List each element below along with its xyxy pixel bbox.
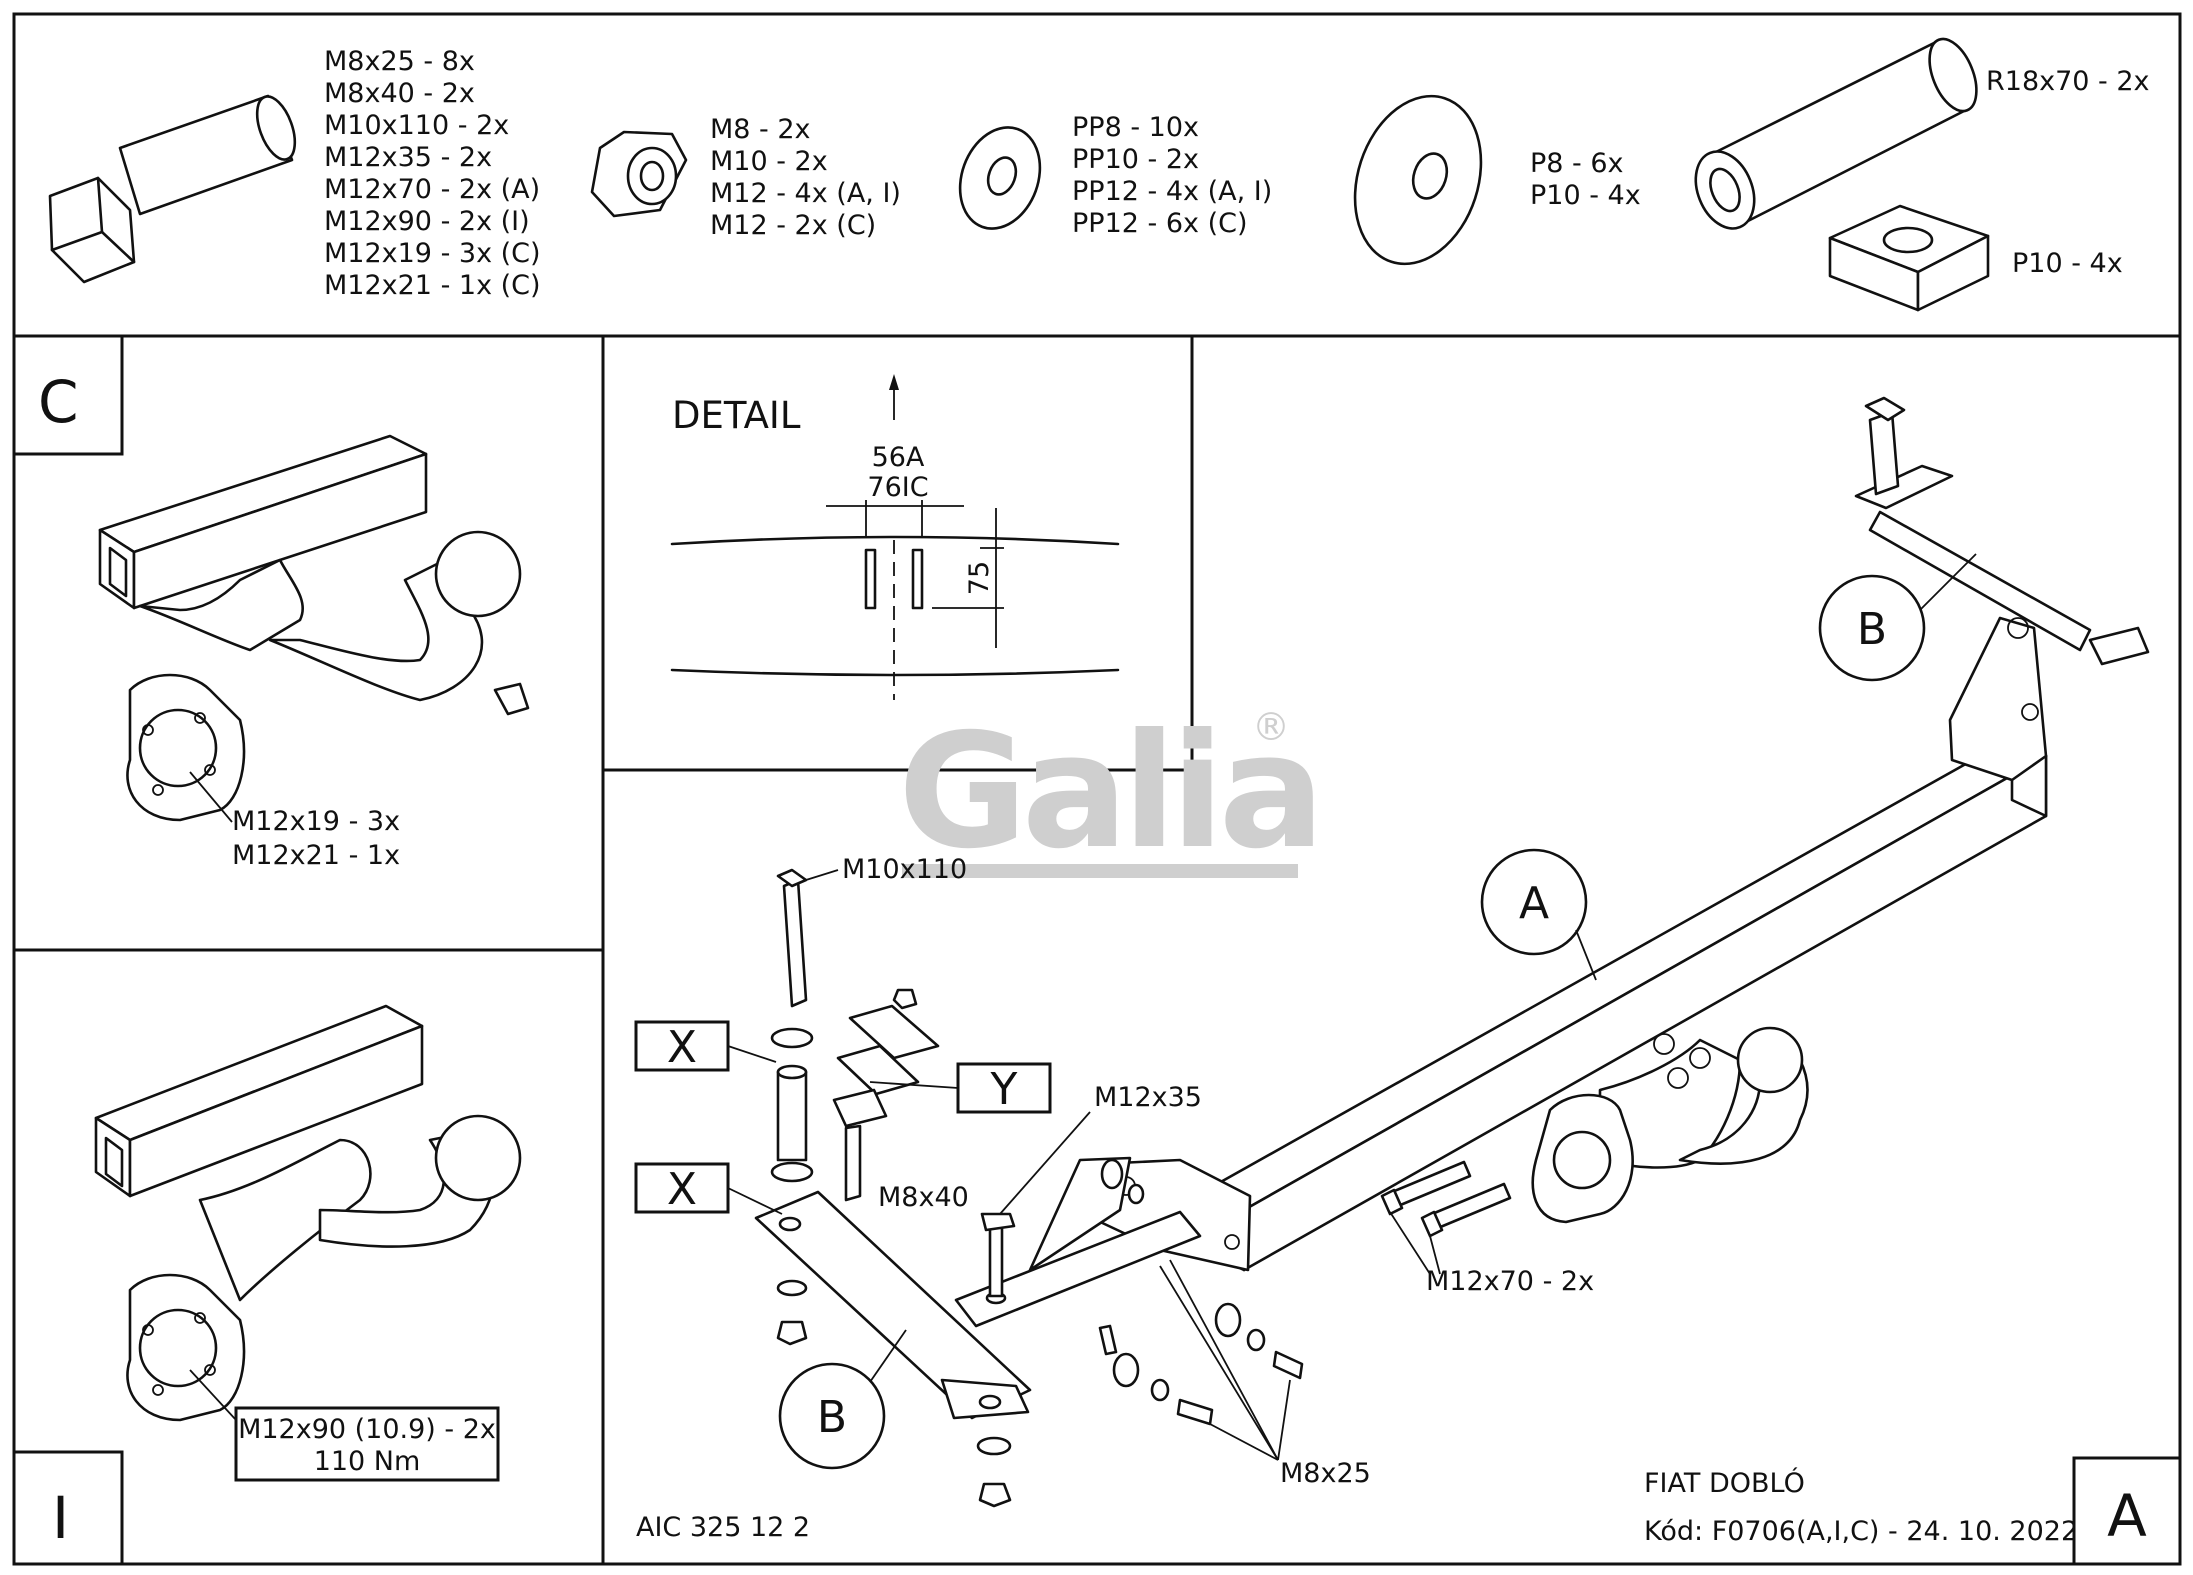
article-number: AIC 325 12 2 [636, 1512, 810, 1543]
panel-c-letter: C [38, 368, 79, 436]
crossbar-illustration [1094, 396, 2150, 1272]
callout-b-top-circle [1818, 574, 1926, 682]
plate-spec: P8 - 6x [1530, 148, 1624, 179]
panel-i-letter: I [52, 1484, 69, 1552]
detail-arrow-head [889, 374, 899, 390]
bolt-spec: M12x19 - 3x (C) [324, 238, 541, 269]
watermark-underline [902, 864, 1298, 878]
m8x25-label: M8x25 [1280, 1458, 1371, 1489]
bolt-spec: M12x35 - 2x [324, 142, 492, 173]
callout-b-top: B [1857, 604, 1887, 655]
washer-spec: PP12 - 4x (A, I) [1072, 176, 1272, 207]
m10x110-leader [805, 869, 839, 881]
nut-spec: M10 - 2x [710, 146, 828, 177]
vehicle-name: FIAT DOBLÓ [1644, 1467, 1805, 1499]
callout-b-bottom-circle [778, 1362, 886, 1470]
detail-dim-height: 75 [964, 561, 995, 595]
callout-a: A [1519, 878, 1549, 929]
m12x35-leader [999, 1111, 1091, 1215]
panel-i-spec-box [234, 1406, 500, 1482]
bolt-spec: M10x110 - 2x [324, 110, 509, 141]
detail-dim-ic: 76IC [867, 472, 928, 503]
washer-icon [958, 126, 1042, 230]
plate-list: P8 - 6x P10 - 4x [1530, 148, 1641, 211]
galia-watermark: Galia [898, 700, 1319, 884]
washer-list: PP8 - 10x PP10 - 2x PP12 - 4x (A, I) PP1… [1072, 112, 1272, 239]
drawing-code: Kód: F0706(A,I,C) - 24. 10. 2022 [1644, 1516, 2078, 1547]
box-y-label: Y [990, 1064, 1018, 1115]
block-spec: P10 - 4x [2012, 248, 2123, 279]
registered-mark: ® [1252, 705, 1290, 749]
tube-spec: R18x70 - 2x [1986, 66, 2150, 97]
right-mounting-bolts-illustration [1380, 1160, 1512, 1275]
box-x2-label: X [667, 1164, 697, 1215]
box-x2-leader [727, 1187, 783, 1215]
m12x35-label: M12x35 [1094, 1082, 1202, 1113]
bolt-spec: M8x25 - 8x [324, 46, 475, 77]
bolt-spec: M12x90 - 2x (I) [324, 206, 530, 237]
panel-a-letter: A [2107, 1482, 2147, 1550]
panel-c-bolt-spec: M12x19 - 3x [232, 806, 400, 837]
sheet-border [12, 12, 2182, 1566]
washer-spec: PP8 - 10x [1072, 112, 1199, 143]
spacer-tube-icon [1694, 37, 1978, 230]
nut-list: M8 - 2x M10 - 2x M12 - 4x (A, I) M12 - 2… [710, 114, 901, 241]
callout-b-top-leader [1919, 553, 1977, 611]
plate-washer-icon [1353, 94, 1483, 266]
callout-a-circle [1480, 848, 1588, 956]
panel-i-bolt-spec: M12x90 (10.9) - 2x [238, 1414, 496, 1445]
box-x1-label: X [667, 1022, 697, 1073]
spacer-stack-illustration [770, 868, 1012, 1508]
detachable-towball-illustration [98, 434, 530, 823]
m8x40-label: M8x40 [878, 1182, 969, 1213]
towball-assembly-illustration [1531, 1026, 1809, 1224]
nut-spec: M12 - 4x (A, I) [710, 178, 901, 209]
panel-c-label-box [12, 334, 124, 456]
bolt-spec: M12x70 - 2x (A) [324, 174, 540, 205]
panel-a-label-box [2072, 1456, 2182, 1566]
washer-spec: PP12 - 6x (C) [1072, 208, 1248, 239]
bolt-spec: M8x40 - 2x [324, 78, 475, 109]
callout-b-bottom: B [817, 1392, 847, 1443]
callout-a-leader [1575, 929, 1597, 981]
bolt-list: M8x25 - 8x M8x40 - 2x M10x110 - 2x M12x3… [324, 46, 541, 301]
washer-spec: PP10 - 2x [1072, 144, 1199, 175]
left-bracket-illustration [754, 1156, 1202, 1420]
spacer-block-icon [1828, 204, 1990, 312]
panel-c-bolt-spec: M12x21 - 1x [232, 840, 400, 871]
nut-spec: M8 - 2x [710, 114, 811, 145]
panel-i-label-box [12, 1450, 124, 1566]
m12x70-label: M12x70 - 2x [1426, 1266, 1594, 1297]
nut-spec: M12 - 2x (C) [710, 210, 876, 241]
plate-spec: P10 - 4x [1530, 180, 1641, 211]
box-y-leader [869, 1081, 959, 1089]
y-plates-illustration [832, 988, 940, 1202]
detail-section-drawing [670, 500, 1120, 700]
bolt-spec: M12x21 - 1x (C) [324, 270, 541, 301]
nut-icon [590, 130, 688, 218]
detail-box [603, 336, 1194, 772]
detail-dim-a: 56A [872, 442, 925, 473]
panel-i-torque: 110 Nm [314, 1446, 421, 1477]
box-x1-leader [727, 1045, 777, 1063]
fixed-towball-illustration [94, 1004, 522, 1422]
bolt-icon [48, 94, 297, 284]
detail-title: DETAIL [672, 394, 801, 437]
m10x110-label: M10x110 [842, 854, 967, 885]
callout-b-bottom-leader [869, 1329, 907, 1383]
m8x25-leaders [1159, 1259, 1291, 1461]
